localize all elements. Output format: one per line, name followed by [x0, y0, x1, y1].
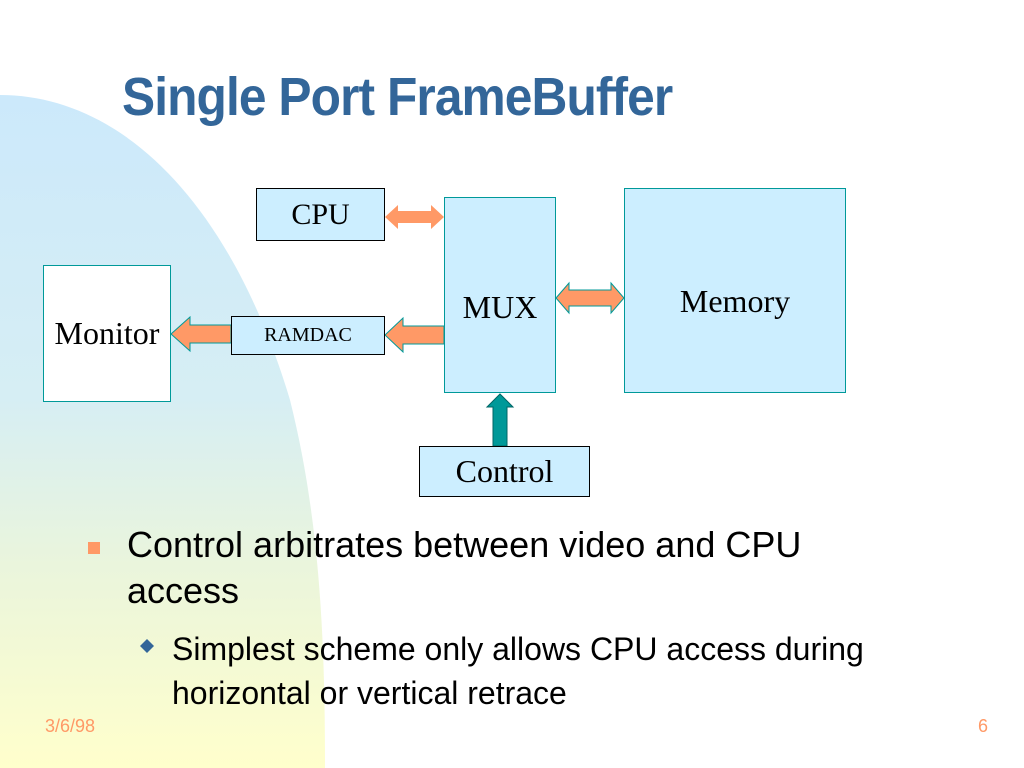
- control-label: Control: [455, 453, 554, 489]
- square-bullet-icon: [88, 542, 100, 554]
- page-number: 6: [978, 716, 989, 736]
- cpu-block: CPU: [256, 188, 385, 241]
- diamond-bullet-icon: [140, 639, 154, 653]
- ramdac-label: RAMDAC: [264, 324, 352, 346]
- control-block: Control: [419, 446, 590, 497]
- sub-bullet-item: Simplest scheme only allows CPU access d…: [172, 631, 864, 711]
- memory-label: Memory: [679, 283, 791, 319]
- memory-block: Memory: [624, 188, 846, 393]
- bullet-item: Control arbitrates between video and CPU…: [127, 524, 802, 611]
- mux-block: MUX: [444, 197, 556, 393]
- monitor-block: Monitor: [43, 265, 171, 402]
- cpu-label: CPU: [291, 197, 350, 231]
- mux-label: MUX: [462, 288, 538, 325]
- ramdac-block: RAMDAC: [231, 316, 385, 355]
- slide-title: Single Port FrameBuffer: [122, 67, 673, 127]
- footer-date: 3/6/98: [45, 716, 96, 736]
- monitor-label: Monitor: [54, 315, 160, 351]
